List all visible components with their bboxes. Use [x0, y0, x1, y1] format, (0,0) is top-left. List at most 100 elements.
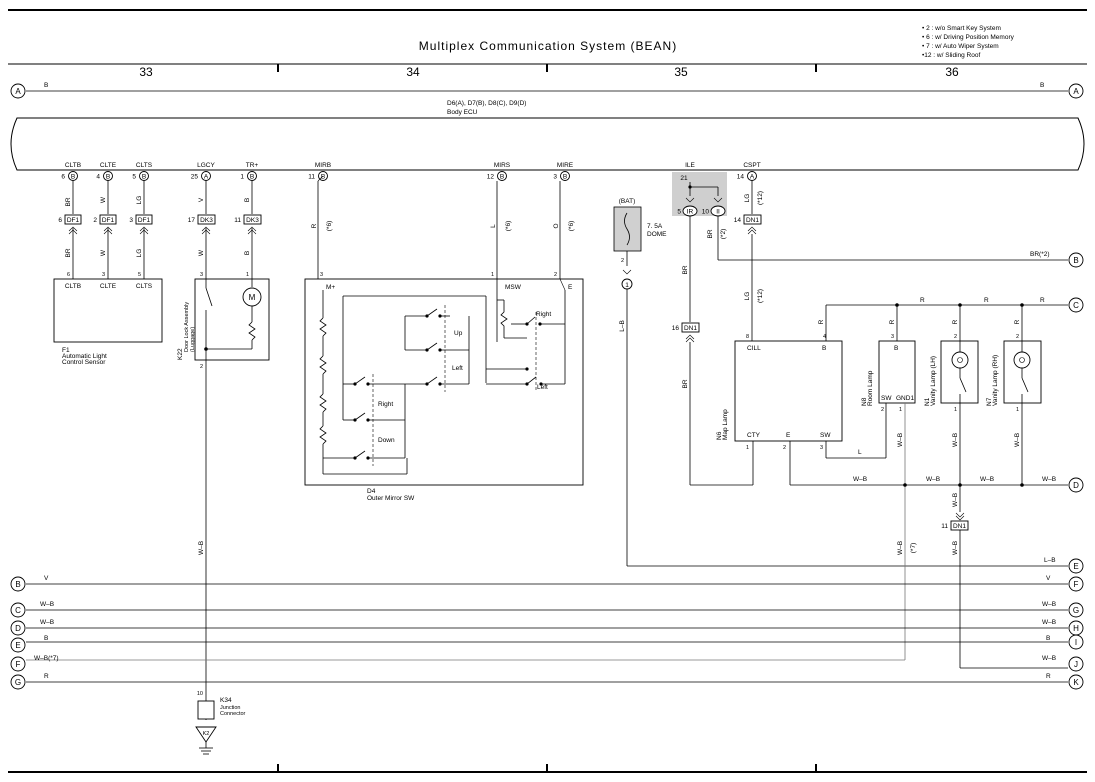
svg-text:B: B: [894, 345, 898, 352]
fuse-icon: [624, 212, 630, 246]
svg-text:DN1: DN1: [953, 523, 966, 530]
svg-text:11: 11: [234, 217, 241, 224]
svg-text:V: V: [198, 197, 205, 202]
vanity-rh-name: Vanity Lamp (RH): [992, 355, 999, 406]
map-lamp-id: N6: [716, 431, 723, 440]
bus-d-right-marker: [1068, 477, 1084, 493]
svg-text:16: 16: [672, 325, 680, 332]
svg-text:6: 6: [58, 217, 62, 224]
svg-text:E: E: [15, 641, 20, 650]
svg-text:DK3: DK3: [246, 217, 259, 224]
bus-a-right-marker: [1068, 83, 1084, 99]
svg-text:1: 1: [246, 272, 249, 278]
svg-text:(*6): (*6): [568, 221, 575, 231]
svg-text:B: B: [44, 635, 48, 642]
svg-text:W–B: W–B: [1042, 619, 1056, 626]
svg-text:CSPT: CSPT: [743, 162, 760, 169]
svg-text:B: B: [822, 345, 826, 352]
note-line: • 2 : w/o Smart Key System: [922, 25, 1001, 32]
svg-text:C: C: [1073, 301, 1079, 310]
svg-text:W–B: W–B: [1042, 476, 1056, 483]
svg-text:W–B(*7): W–B(*7): [34, 655, 59, 662]
dk3-junctions: DK3 17 DK3 11: [188, 214, 262, 235]
wire-color-label: B: [44, 82, 48, 89]
svg-text:W: W: [198, 249, 205, 256]
map-lamp-box: [734, 340, 843, 442]
svg-text:14: 14: [734, 217, 742, 224]
svg-text:4: 4: [96, 174, 100, 181]
vanity-lh-name: Vanity Lamp (LH): [930, 356, 937, 406]
svg-text:K: K: [1073, 678, 1079, 687]
svg-text:MSW: MSW: [505, 284, 522, 291]
svg-text:DN1: DN1: [684, 325, 697, 332]
column-number: 34: [406, 65, 420, 79]
sensor-id: F1: [62, 347, 70, 354]
auto-light-sensor-box: [53, 278, 163, 343]
svg-text:R: R: [920, 297, 925, 304]
dn1-junction: [950, 520, 969, 531]
svg-text:3: 3: [102, 272, 105, 278]
svg-text:7. 5A: 7. 5A: [647, 223, 663, 230]
vanity-lh-id: N1: [924, 397, 931, 406]
door-lock-id: K22: [177, 348, 184, 360]
column-number: 33: [139, 65, 153, 79]
svg-text:(BAT): (BAT): [619, 198, 636, 205]
svg-text:5: 5: [677, 209, 681, 216]
svg-text:D: D: [15, 624, 21, 633]
body-ecu-box: [10, 117, 1085, 171]
svg-text:R: R: [984, 297, 989, 304]
bus-a-left-marker: [10, 83, 26, 99]
svg-text:E: E: [568, 284, 573, 291]
svg-text:6: 6: [67, 272, 70, 278]
svg-text:V: V: [1046, 575, 1051, 582]
svg-text:IR: IR: [687, 209, 694, 216]
svg-text:DF1: DF1: [138, 217, 151, 224]
ecu-pin-terminals: B 6 B 4 B 5 A 25 B 1 B 11 B 12 B 3 A 14: [61, 171, 757, 181]
svg-text:Left: Left: [452, 365, 463, 372]
svg-text:B: B: [244, 251, 251, 255]
svg-text:M: M: [249, 293, 256, 302]
svg-text:W–B: W–B: [926, 476, 940, 483]
svg-text:DN1: DN1: [746, 217, 759, 224]
vanity-lamp-rh-box: [1003, 340, 1042, 404]
svg-text:W–B: W–B: [1042, 655, 1056, 662]
svg-text:Down: Down: [378, 437, 395, 444]
svg-text:B: B: [142, 174, 146, 181]
svg-text:B: B: [244, 198, 251, 202]
column-number: 35: [674, 65, 688, 79]
svg-text:5: 5: [138, 272, 141, 278]
sensor-pin-numbers: 6 3 5: [67, 272, 141, 278]
svg-text:(*6): (*6): [326, 221, 333, 231]
sensor-name: Control Sensor: [62, 359, 106, 366]
svg-text:W–B: W–B: [1042, 601, 1056, 608]
door-lock-internals: M: [204, 279, 262, 360]
svg-text:LG: LG: [744, 194, 751, 203]
svg-text:Right: Right: [536, 311, 551, 318]
svg-text:(*7): (*7): [910, 543, 917, 553]
mirror-switch-internals: Up Left Right Down: [319, 278, 566, 475]
dn1-junction: [681, 322, 700, 333]
bus-a-right-label: A: [1073, 87, 1079, 96]
svg-text:14: 14: [737, 174, 745, 181]
sensor-wire-colors: BR W LG BR W LG: [65, 196, 143, 258]
mirror-switch-id: D4: [367, 488, 376, 495]
svg-text:L: L: [490, 224, 497, 228]
room-lamp-name: Room Lamp: [867, 370, 874, 406]
svg-text:DOME: DOME: [647, 231, 667, 238]
ecu-connectors: D6(A), D7(B), D8(C), D9(D): [447, 100, 526, 107]
lamp-icon: [951, 351, 969, 369]
sensor-name: Automatic Light: [62, 353, 107, 360]
svg-text:BR(*2): BR(*2): [1030, 251, 1050, 258]
svg-text:E: E: [786, 432, 791, 439]
dn1-junction: [743, 214, 762, 225]
svg-text:1: 1: [491, 272, 494, 278]
svg-text:1: 1: [625, 282, 629, 289]
svg-text:CTY: CTY: [747, 432, 761, 439]
svg-text:J: J: [1074, 660, 1078, 669]
svg-text:BR: BR: [707, 229, 714, 238]
svg-text:21: 21: [680, 175, 688, 182]
svg-text:G: G: [15, 678, 21, 687]
outer-mirror-switch-box: [304, 278, 584, 486]
svg-text:B: B: [1073, 256, 1078, 265]
svg-text:1: 1: [746, 445, 749, 451]
